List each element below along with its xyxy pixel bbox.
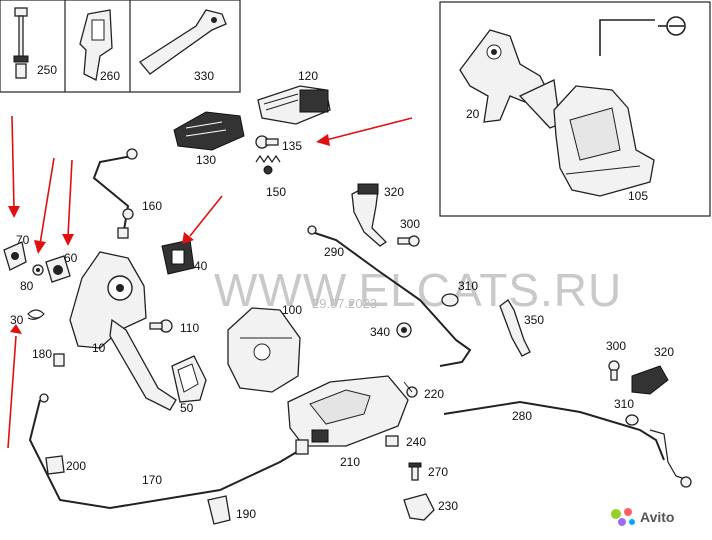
clip-part-200 (45, 455, 65, 475)
label-190: 190 (236, 507, 256, 521)
label-150: 150 (266, 185, 286, 199)
pedal-bracket-part-10 (69, 251, 177, 411)
label-320b: 320 (654, 345, 674, 359)
cable-part-290 (307, 225, 472, 367)
grommet-part-310b (625, 414, 639, 426)
nut-part-240 (385, 435, 399, 447)
cable-part-280 (443, 400, 692, 488)
screw-part-135 (255, 135, 279, 149)
label-170: 170 (142, 473, 162, 487)
switch-part-130 (173, 111, 245, 151)
housing-part-100 (227, 307, 301, 393)
label-120: 120 (298, 69, 318, 83)
connector-part-120 (257, 85, 331, 125)
label-20: 20 (466, 107, 480, 121)
inset-right: 20 105 (439, 1, 711, 217)
label-220: 220 (424, 387, 444, 401)
label-270: 270 (428, 465, 448, 479)
bracket-part-20 (459, 29, 561, 129)
label-240: 240 (406, 435, 426, 449)
label-70: 70 (16, 233, 30, 247)
annotation-arrows (7, 115, 413, 449)
label-290: 290 (324, 245, 344, 259)
label-310a: 310 (458, 279, 478, 293)
label-30: 30 (10, 313, 24, 327)
cable-part-170 (28, 393, 309, 510)
spring-part-30 (27, 309, 45, 320)
avito-badge: Avito (611, 508, 674, 526)
label-310b: 310 (614, 397, 634, 411)
bolt-part-300a (397, 235, 420, 247)
label-250: 250 (37, 63, 57, 77)
arrow-to-30 (7, 335, 17, 449)
key-symbol-icon (599, 16, 686, 56)
label-80: 80 (20, 279, 34, 293)
label-10: 10 (92, 341, 106, 355)
label-50: 50 (180, 401, 194, 415)
screw-part-110 (149, 319, 173, 333)
bracket-part-260 (79, 9, 113, 81)
label-300a: 300 (400, 217, 420, 231)
label-350: 350 (524, 313, 544, 327)
inset-top: 250 260 330 (0, 0, 241, 93)
label-300b: 300 (606, 339, 626, 353)
label-210: 210 (340, 455, 360, 469)
label-180: 180 (32, 347, 52, 361)
label-160: 160 (142, 199, 162, 213)
arrow-to-80 (39, 157, 55, 245)
clip-part-230 (403, 493, 435, 521)
label-60: 60 (64, 251, 78, 265)
avito-brand-text: Avito (640, 509, 674, 525)
label-200: 200 (66, 459, 86, 473)
clip-part-70 (3, 241, 27, 271)
label-105: 105 (628, 189, 648, 203)
nut-part-340 (396, 322, 412, 338)
watermark-date: 29.07.2023 (312, 296, 377, 311)
label-100: 100 (282, 303, 302, 317)
bracket-part-320a (351, 183, 388, 247)
clip-part-190 (207, 495, 231, 525)
bracket-part-320b (631, 365, 669, 395)
pin-part-250 (13, 7, 29, 79)
arrow-to-60 (67, 159, 73, 237)
label-330: 330 (194, 69, 214, 83)
grommet-part-310a (441, 293, 459, 307)
bracket-part-350 (499, 299, 531, 357)
arrow-to-70 (11, 115, 15, 209)
pedal-pad-part-50 (171, 355, 207, 403)
arrow-to-40 (189, 195, 223, 237)
bearing-part-60 (45, 255, 71, 283)
label-110: 110 (180, 321, 199, 335)
watermark-text: WWW.ELCATS.RU (214, 264, 622, 316)
bolt-part-270 (408, 462, 422, 481)
bushing-part-40 (161, 239, 195, 275)
label-280: 280 (512, 409, 532, 423)
avito-logo-icon (611, 509, 621, 519)
label-40: 40 (194, 259, 208, 273)
washer-part-80 (32, 264, 44, 276)
label-130: 130 (196, 153, 216, 167)
label-340: 340 (370, 325, 390, 339)
label-135: 135 (282, 139, 302, 153)
clip-part-220 (403, 381, 418, 398)
label-320a: 320 (384, 185, 404, 199)
lever-part-330 (139, 9, 227, 75)
cover-part-105 (553, 85, 655, 197)
spring-part-150 (255, 154, 281, 175)
label-230: 230 (438, 499, 458, 513)
label-260: 260 (100, 69, 120, 83)
rod-part-160 (92, 148, 138, 239)
actuator-part-210 (287, 375, 409, 447)
bolt-part-300b (608, 360, 620, 381)
bolt-part-180 (53, 353, 65, 367)
arrow-to-135 (325, 117, 413, 141)
